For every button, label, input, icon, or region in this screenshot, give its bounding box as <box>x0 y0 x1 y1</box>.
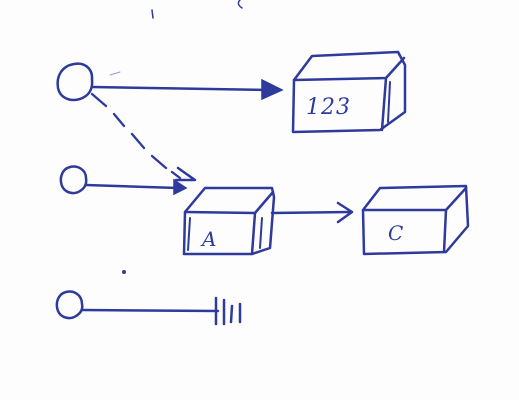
stray-mark <box>151 9 154 19</box>
stray-dot <box>122 270 126 274</box>
box-a-label: A <box>200 227 216 251</box>
box-c: C <box>361 184 470 256</box>
stray-mark <box>109 71 121 76</box>
arrowhead <box>261 78 284 101</box>
edge-bottom-to-ground <box>80 308 220 313</box>
box-c-label: C <box>388 221 403 245</box>
edge-top-to-a-dashed <box>90 92 197 182</box>
box-123-label: 123 <box>306 95 351 120</box>
box-123: 123 <box>291 50 407 134</box>
edge-middle-to-a <box>84 178 188 196</box>
ground-symbol <box>214 296 242 326</box>
stray-mark <box>237 0 243 9</box>
arrowhead <box>173 178 188 196</box>
edge-a-to-c <box>270 201 354 224</box>
edge-top-to-123 <box>90 78 284 101</box>
circle-top <box>56 62 94 102</box>
circle-bottom <box>55 290 84 320</box>
box-a: A <box>182 186 276 256</box>
circle-middle <box>59 165 88 195</box>
